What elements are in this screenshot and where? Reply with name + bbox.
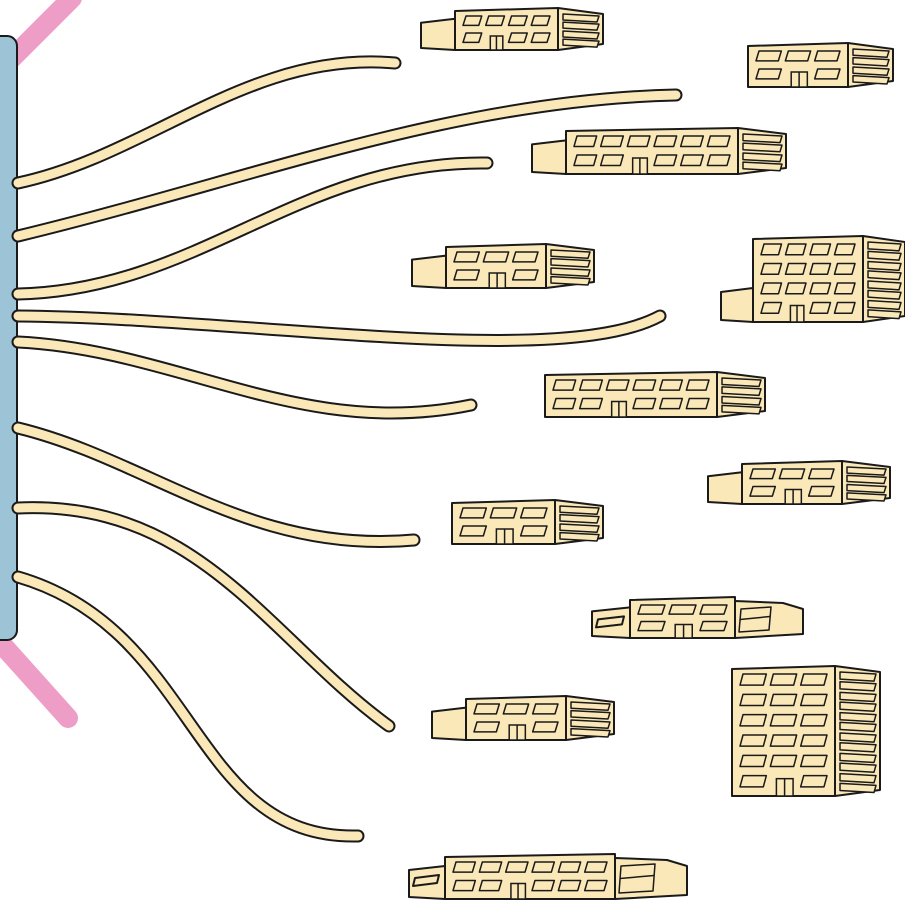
building-icon [409, 854, 687, 899]
building-icon [421, 8, 603, 50]
building-icon [592, 597, 803, 638]
building-icon [708, 461, 890, 504]
building-icon [432, 696, 614, 740]
building-icon [721, 236, 905, 322]
building-icon [532, 128, 786, 174]
building-icon [748, 43, 893, 87]
cable-strand [18, 62, 395, 183]
building-group [409, 8, 905, 899]
building-icon [412, 244, 594, 288]
building-icon [545, 372, 765, 417]
diagonal-bar-bottom-fill [0, 640, 68, 718]
cable-strand [18, 316, 660, 340]
building-icon [452, 500, 603, 544]
cable-strand [18, 342, 471, 413]
building-icon [732, 666, 880, 796]
cable-strand [18, 428, 414, 542]
